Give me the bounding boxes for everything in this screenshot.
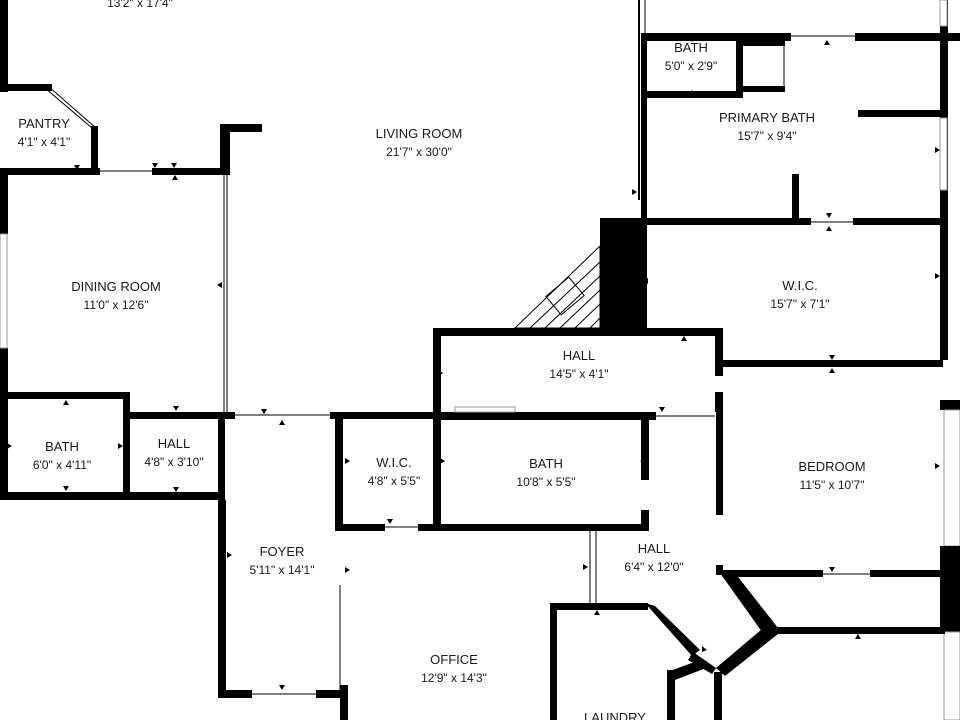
room-hall-center-dims: 14'5" x 4'1"	[549, 367, 608, 381]
room-wic-top-dims: 15'7" x 7'1"	[770, 297, 829, 311]
room-office-dims: 12'9" x 14'3"	[421, 671, 487, 685]
room-foyer-dims: 5'11" x 14'1"	[250, 563, 315, 577]
room-hall-center-name: HALL	[563, 348, 596, 363]
room-hall-right-name: HALL	[638, 541, 671, 556]
room-hall-small-name: HALL	[158, 436, 191, 451]
room-bedroom-name: BEDROOM	[798, 459, 865, 474]
room-office-name: OFFICE	[430, 652, 478, 667]
room-primary-bath-dims: 15'7" x 9'4"	[737, 129, 796, 143]
room-laundry-name: LAUNDRY	[584, 710, 646, 720]
room-labels: 13'2" x 17'4" PANTRY 4'1" x 4'1" LIVING …	[18, 0, 866, 720]
room-hall-right-dims: 6'4" x 12'0"	[624, 560, 683, 574]
room-bath-left-name: BATH	[45, 439, 79, 454]
room-wic-mid-dims: 4'8" x 5'5"	[368, 474, 420, 488]
fireplace-hearth	[513, 244, 601, 329]
room-wic-top-name: W.I.C.	[782, 278, 817, 293]
room-dining-room-dims: 11'0" x 12'6"	[84, 298, 149, 312]
room-bedroom-dims: 11'5" x 10'7"	[800, 478, 865, 492]
room-bath-top-name: BATH	[674, 40, 708, 55]
room-living-room-name: LIVING ROOM	[376, 126, 463, 141]
door-markers	[7, 37, 940, 690]
room-foyer-name: FOYER	[260, 544, 305, 559]
room-bath-top-dims: 5'0" x 2'9"	[665, 59, 717, 73]
room-dining-room-name: DINING ROOM	[71, 279, 161, 294]
room-pantry-dims: 4'1" x 4'1"	[18, 135, 70, 149]
room-wic-mid-name: W.I.C.	[376, 455, 411, 470]
room-bath-mid-name: BATH	[529, 456, 563, 471]
room-bath-mid-dims: 10'8" x 5'5"	[516, 475, 575, 489]
room-bath-left-dims: 6'0" x 4'11"	[33, 458, 91, 472]
room-primary-bath-name: PRIMARY BATH	[719, 110, 815, 125]
room-top-left-dims: 13'2" x 17'4"	[107, 0, 173, 10]
room-living-room-dims: 21'7" x 30'0"	[386, 145, 452, 159]
room-pantry-name: PANTRY	[18, 116, 70, 131]
room-hall-small-dims: 4'8" x 3'10"	[144, 455, 203, 469]
